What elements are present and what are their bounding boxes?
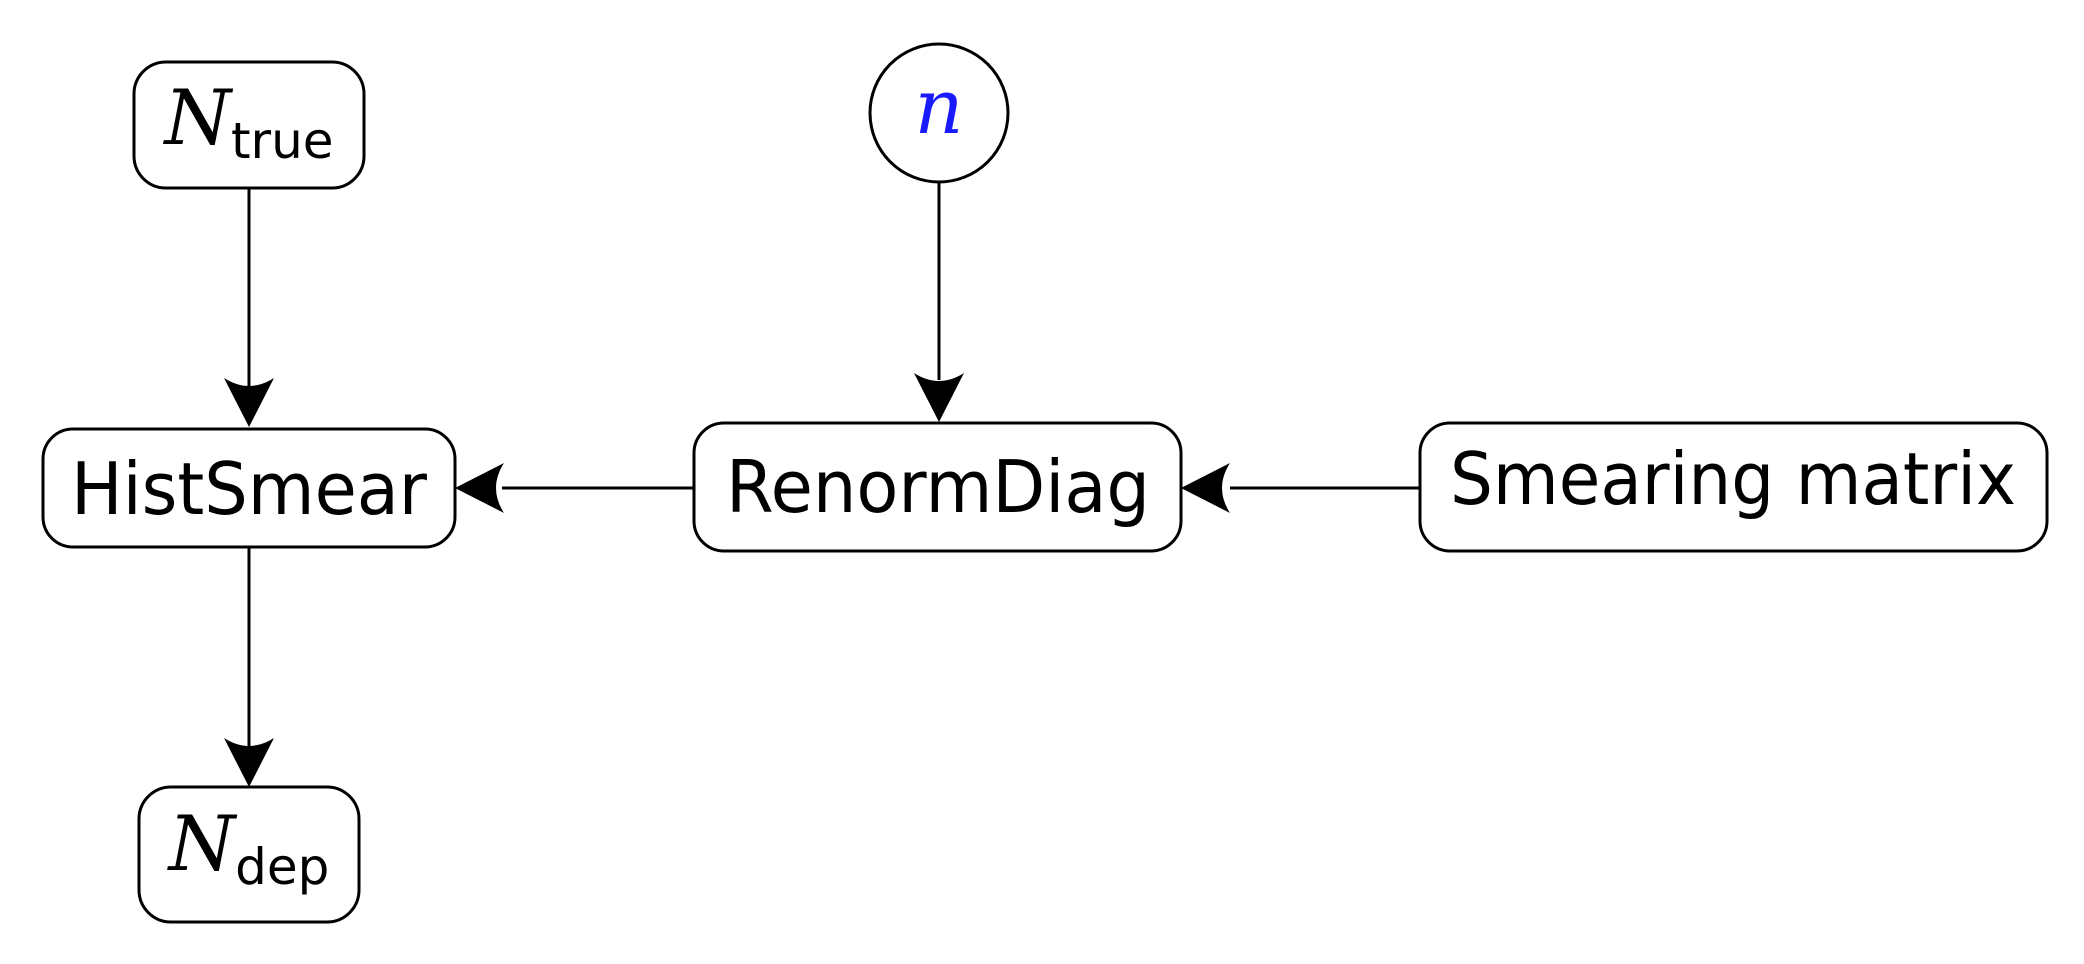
node-n-dep-label: Ndep [167,799,330,896]
arrowhead-histsmear-top [224,378,274,427]
arrowhead-renormdiag-right [1181,463,1230,513]
node-smearing-matrix: Smearing matrix [1418,421,2049,553]
node-renormdiag-box [692,421,1183,553]
node-n-true-label: Ntrue [162,73,333,170]
node-n-dep-box [137,785,361,924]
node-histsmear: HistSmear [41,427,457,549]
node-histsmear-label: HistSmear [71,447,427,531]
arrowhead-histsmear-right [455,463,504,513]
node-n-true: Ntrue [132,60,366,190]
node-n-true-subscript: true [231,112,334,170]
node-smearing-matrix-label: Smearing matrix [1450,437,2016,521]
node-renormdiag-label: RenormDiag [726,445,1150,529]
node-n-dep-subscript: dep [235,838,329,896]
node-renormdiag: RenormDiag [692,421,1183,553]
node-smearing-matrix-box [1418,421,2049,553]
node-n-true-symbol: N [162,73,233,162]
node-histsmear-box [41,427,457,549]
node-n-parameter-circle [868,42,1010,184]
node-n-parameter: n [868,42,1010,184]
edges [247,182,1420,748]
arrowhead-renormdiag-top [914,373,964,422]
arrowhead-ndep-top [224,738,274,787]
node-n-dep: Ndep [137,785,361,924]
node-n-dep-symbol: N [167,799,238,888]
node-n-parameter-label: n [915,62,964,151]
arrowheads [224,373,1230,787]
node-n-true-box [132,60,366,190]
